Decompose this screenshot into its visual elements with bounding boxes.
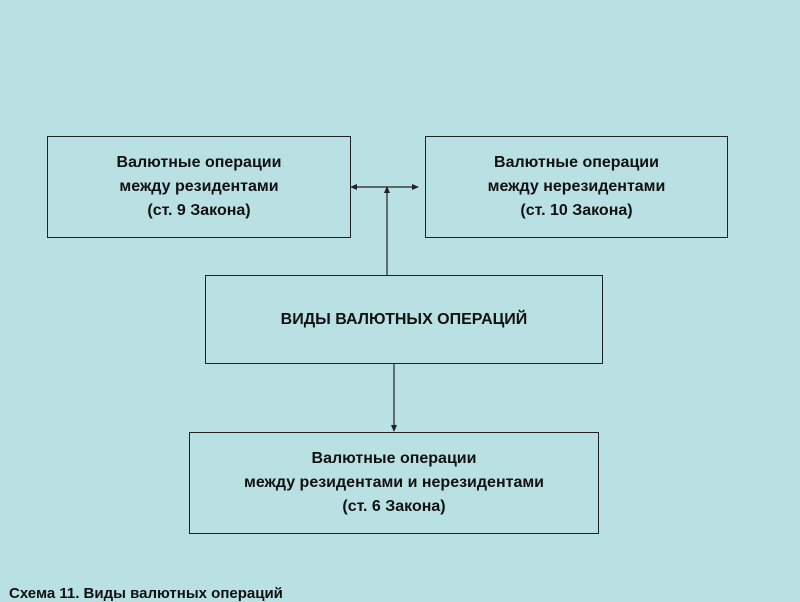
node-residents-line1: Валютные операции <box>116 154 282 171</box>
node-mixed-line3: (ст. 6 Закона) <box>342 498 446 515</box>
node-residents-line2: между резидентами <box>119 178 279 195</box>
node-residents-line3: (ст. 9 Закона) <box>147 202 251 219</box>
arrowhead-up-icon <box>384 186 390 193</box>
node-mixed-line2: между резидентами и нерезидентами <box>243 474 545 491</box>
node-nonresidents-line3: (ст. 10 Закона) <box>520 202 633 219</box>
arrowhead-right-icon <box>412 184 419 190</box>
node-mixed-line1: Валютные операции <box>311 450 477 467</box>
node-nonresidents-line1: Валютные операции <box>494 154 659 171</box>
diagram-caption: Схема 11. Виды валютных операций <box>9 585 283 602</box>
node-mixed-operations: Валютные операции между резидентами и не… <box>189 432 599 534</box>
node-residents-operations: Валютные операции между резидентами (ст.… <box>47 136 351 238</box>
arrowhead-left-icon <box>350 184 357 190</box>
node-center-label: ВИДЫ ВАЛЮТНЫХ ОПЕРАЦИЙ <box>280 310 528 328</box>
node-nonresidents-operations: Валютные операции между нерезидентами (с… <box>425 136 728 238</box>
node-nonresidents-line2: между нерезидентами <box>487 178 666 195</box>
arrowhead-down-icon <box>391 425 397 432</box>
node-operation-types: ВИДЫ ВАЛЮТНЫХ ОПЕРАЦИЙ <box>205 275 603 364</box>
